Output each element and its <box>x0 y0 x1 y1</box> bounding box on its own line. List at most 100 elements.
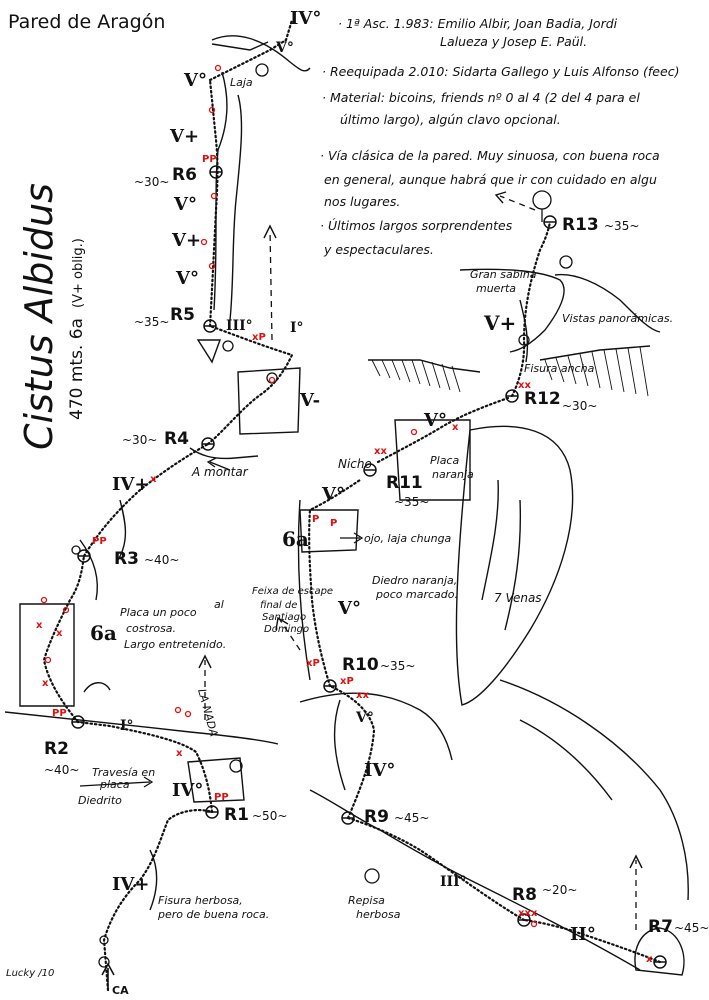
rock-7-venas-pillar <box>455 425 574 706</box>
info-line: nos lugares. <box>324 194 400 209</box>
belay-label-r4: R4 <box>164 429 189 449</box>
gear-mark-x: x <box>176 748 183 759</box>
label-nicho: Nicho <box>338 457 372 471</box>
belay-meters-r11: ~35~ <box>394 495 429 509</box>
label-feixa: Feixa de escape <box>252 586 333 597</box>
belay-label-r10: R10 <box>342 655 379 675</box>
belay-label-r8: R8 <box>512 885 537 905</box>
gear-mark-xp: xP <box>306 658 320 669</box>
tree-icons <box>71 63 573 968</box>
label-placa: Largo entretenido. <box>124 638 226 651</box>
bolt-icon <box>268 376 276 384</box>
route-r10-r11 <box>308 478 362 688</box>
info-line: y espectaculares. <box>323 242 434 257</box>
belay-meters-r9: ~45~ <box>394 811 429 825</box>
route-r8-r9 <box>346 816 526 922</box>
rock-mid-left <box>297 499 311 681</box>
label-diedro: Diedro naranja, <box>372 574 457 587</box>
belay-label-r7: R7 <box>648 917 673 937</box>
label-la-nada: LA NADA <box>195 687 220 738</box>
grade-label: III° <box>440 874 467 890</box>
grade-labels: IV° V° V° V+ V° V+ V° III° I° V- IV+ 6a … <box>90 8 596 945</box>
label-repisa: herbosa <box>356 908 401 921</box>
tree-icon <box>98 956 110 968</box>
label-ojo: ojo, laja chunga <box>364 532 452 545</box>
rock-r9-gully <box>333 699 346 791</box>
label-fisura: Fisura herbosa, <box>158 894 243 907</box>
gear-mark-xp: xP <box>252 332 266 343</box>
wall-name: Pared de Aragón <box>8 11 165 33</box>
label-travesia: Travesía en <box>92 766 155 779</box>
gear-mark-x: x <box>150 474 157 485</box>
label-a-montar: A montar <box>191 465 249 479</box>
red-bolt-dots <box>40 64 538 928</box>
label-sabina: Gran sabina <box>470 268 537 281</box>
label-feixa: Santiago <box>262 612 306 623</box>
label-placa-naranja: Placa <box>430 454 459 467</box>
tree-icon <box>222 340 234 352</box>
belay-label-r11: R11 <box>386 473 423 493</box>
belay-label-r6: R6 <box>172 165 197 185</box>
label-sabina: muerta <box>476 282 516 295</box>
info-line: · 1ª Asc. 1.983: Emilio Albir, Joan Badi… <box>338 16 618 31</box>
route-pitch-6 <box>208 78 219 328</box>
grade-label: V° <box>337 598 361 619</box>
info-line: · Vía clásica de la pared. Muy sinuosa, … <box>320 148 660 163</box>
rock-left-mid2 <box>79 539 99 601</box>
bolt-icon <box>208 106 216 114</box>
annotations: Laja A montar Placa un poco costrosa. La… <box>6 76 673 997</box>
tree-icon <box>364 868 380 884</box>
gear-markers: PP PP PP PP xP xP xP xx xx xx xxx P P x … <box>36 154 653 965</box>
belay-meters-r8: ~20~ <box>542 883 577 897</box>
grade-label: IV° <box>364 760 395 781</box>
label-placa: costrosa. <box>126 622 176 635</box>
belay-meters-r13: ~35~ <box>604 219 639 233</box>
gear-mark-xx: xx <box>356 690 369 701</box>
route-pitch-7 <box>208 18 294 82</box>
label-feixa: Domingo <box>264 624 309 635</box>
grade-label: I° <box>120 718 134 734</box>
rock-r1-block <box>187 757 245 803</box>
grade-label: IV+ <box>112 474 149 495</box>
belay-meters-r10: ~35~ <box>380 659 415 673</box>
belay-meters-r12: ~30~ <box>562 399 597 413</box>
grade-label: IV° <box>172 780 203 801</box>
route-pitch-3 <box>42 554 86 724</box>
label-diedrito: Diedrito <box>78 794 122 807</box>
tree-icon <box>518 334 530 346</box>
route-pitch-2 <box>76 720 214 814</box>
tree-icon <box>99 935 109 945</box>
route-r9-r10 <box>328 684 376 820</box>
belay-label-r13: R13 <box>562 215 599 235</box>
label-fisura: pero de buena roca. <box>157 908 269 921</box>
belay-meters-r3: ~40~ <box>144 553 179 567</box>
belay-label-r2: R2 <box>44 739 69 759</box>
route-length-grade: 470 mts. 6a <box>67 318 87 420</box>
belay-meters-r7: ~45~ <box>674 921 709 935</box>
gear-mark-p: P <box>312 514 319 525</box>
label-laja: Laja <box>230 76 253 89</box>
belay-labels: R1 ~50~ R2 ~40~ R3 ~40~ R4 ~30~ R5 ~35~ … <box>44 165 709 937</box>
rock-vena2 <box>504 499 522 631</box>
rock-black-block <box>196 339 221 364</box>
gear-mark-xx: xx <box>374 446 387 457</box>
rock-bottom-left <box>149 849 158 911</box>
gear-mark-pp: PP <box>92 536 107 547</box>
route-r7-r8 <box>522 918 662 964</box>
route-oblig-note: (V+ oblig.) <box>71 238 86 308</box>
dashed-arrows <box>79 191 643 990</box>
gear-mark-p: P <box>330 518 337 529</box>
route-r12-r13 <box>510 220 552 398</box>
route-name: Cistus Albidus <box>17 183 61 450</box>
rock-buttress-right <box>229 94 243 321</box>
bolt-icon <box>174 706 182 714</box>
info-line: en general, aunque habrá que ir con cuid… <box>324 172 657 187</box>
label-vistas: Vistas panorámicas. <box>562 312 673 325</box>
gear-mark-xp: xP <box>340 676 354 687</box>
grade-label: III° <box>226 318 253 334</box>
info-line: Lalueza y Josep E. Paül. <box>440 34 587 49</box>
rock-right-slab-line <box>519 719 613 801</box>
bolt-icon <box>62 606 70 614</box>
rock-right-slab <box>499 679 689 901</box>
